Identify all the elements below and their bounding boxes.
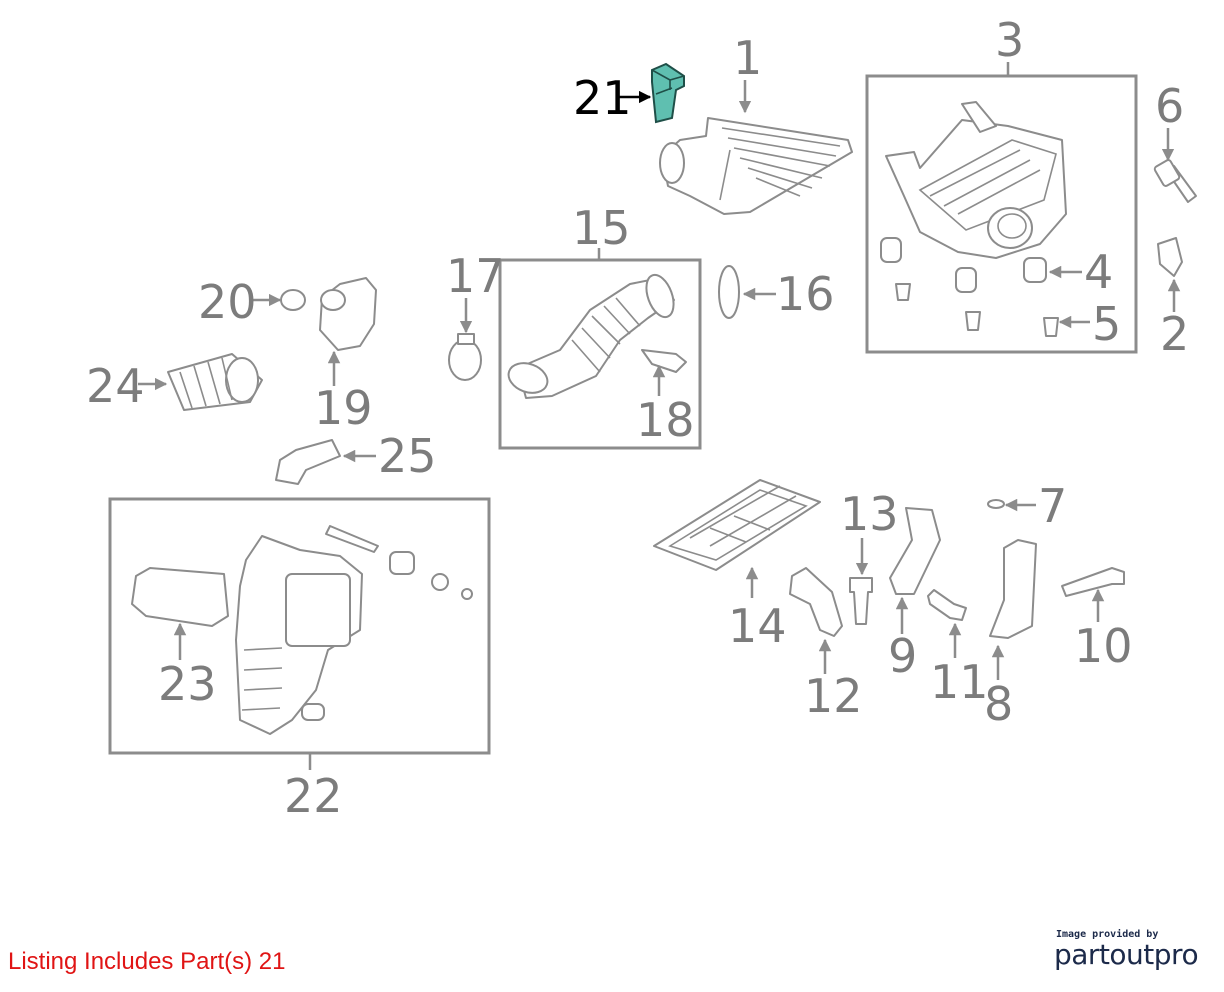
part-3-tab [961,101,997,133]
callout-20: 20 [198,275,257,329]
partoutpro-logo: partoutpro [1054,938,1199,971]
part-4-grommet-c [1023,257,1047,283]
callout-1: 1 [733,31,762,85]
brand-out: out [1109,938,1154,971]
brand-part: part [1054,938,1110,971]
part-1-inlet [659,142,685,184]
callout-18: 18 [636,393,695,447]
part-23-duct[interactable] [131,567,229,627]
callout-13: 13 [840,487,899,541]
part-17-clamp[interactable] [448,333,482,381]
part-22-resonator-assembly[interactable] [235,535,363,735]
part-18-sensor[interactable] [641,349,687,373]
callout-5: 5 [1092,297,1121,351]
callout-12: 12 [804,669,863,723]
part-22-washer [461,588,473,600]
part-22-nut [431,573,449,591]
part-1-body [661,117,853,215]
part-1-air-cleaner-cover[interactable] [659,117,853,215]
part-24-ribs [179,357,233,409]
part-17-ring [448,339,482,381]
part-21-sensor[interactable] [651,62,685,124]
part-2-clip[interactable] [1157,237,1183,277]
part-22-box [285,573,351,647]
part-12-bracket[interactable] [789,567,843,637]
part-17-screw [457,333,475,345]
part-4-grommet[interactable] [880,237,1047,293]
part-24-end [225,357,259,403]
image-credit-label: Image provided by [1056,929,1159,940]
part-4-grommet-b [955,267,977,293]
part-9-bracket[interactable] [889,507,941,595]
part-24-bellows[interactable] [167,353,263,411]
part-16-clamp[interactable] [718,265,740,319]
part-19-resonator[interactable] [319,277,377,351]
part-15-end [645,273,675,319]
part-22-bolt [325,525,379,553]
part-14-air-filter[interactable] [653,479,821,571]
part-6-bolt[interactable] [1153,159,1197,203]
part-3-outlet [987,207,1033,249]
group-frame-22 [108,497,491,755]
callout-17: 17 [446,249,505,303]
part-3-inner [918,139,1057,231]
callout-14: 14 [728,599,787,653]
callout-24: 24 [86,359,145,413]
part-1-ribs [719,127,841,201]
part-5-pin-a [895,283,911,301]
part-14-inner [668,485,808,561]
part-7-clip[interactable] [987,499,1005,509]
callout-4: 4 [1084,245,1113,299]
callout-10: 10 [1074,619,1133,673]
part-5-pin-c [1043,317,1059,337]
part-8-stay[interactable] [989,539,1037,639]
part-15-ribs [571,297,641,373]
part-11-bolt[interactable] [927,589,967,621]
part-5-pin-b [965,311,981,331]
part-19-port [320,289,346,311]
part-3-air-cleaner-case[interactable] [885,101,1067,259]
callout-21: 21 [573,71,632,125]
part-21-edge [651,69,685,95]
callout-8: 8 [984,677,1013,731]
part-5-pin[interactable] [895,283,1059,337]
callout-9: 9 [888,629,917,683]
callout-15: 15 [572,201,631,255]
listing-caption: Listing Includes Part(s) 21 [8,948,286,975]
callout-11: 11 [930,655,989,709]
group-frame-3 [865,74,1138,354]
callout-23: 23 [158,657,217,711]
part-6-head [1153,159,1181,187]
callout-7: 7 [1038,479,1067,533]
part-14-body [653,479,821,571]
part-10-bolt[interactable] [1061,567,1125,597]
callout-22: 22 [284,769,343,823]
part-22-grommet [389,551,415,575]
callout-16: 16 [776,267,835,321]
brand-pro: pro [1153,938,1199,971]
part-3-outlet-inner [997,213,1027,239]
part-22-hardware[interactable] [301,525,473,721]
part-22-ribs [241,647,283,711]
part-15-start [507,362,549,394]
part-13-bolt[interactable] [849,577,873,625]
callout-25: 25 [378,429,437,483]
part-15-intake-hose[interactable] [504,271,678,399]
part-25-elbow[interactable] [275,439,341,485]
part-22-plug [301,703,325,721]
callout-6: 6 [1155,79,1184,133]
part-20-seal[interactable] [280,289,306,311]
part-4-grommet-a [880,237,902,263]
callout-3: 3 [995,13,1024,67]
callout-19: 19 [314,381,373,435]
callout-2: 2 [1160,307,1189,361]
